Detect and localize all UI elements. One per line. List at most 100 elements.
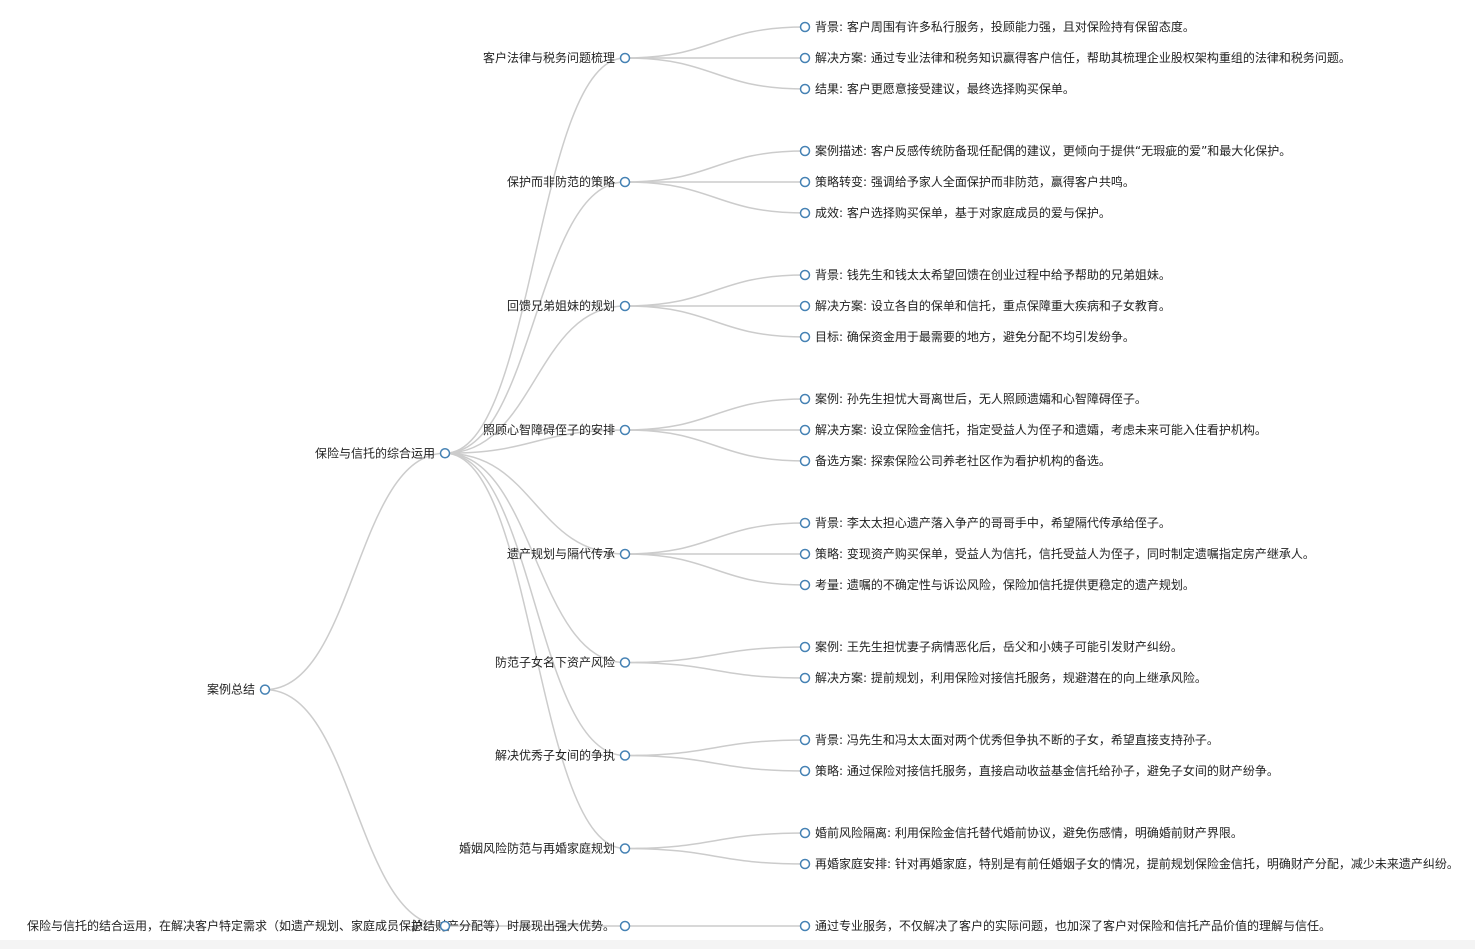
node-label: 保险与信托的综合运用 [315, 445, 435, 460]
tree-node-depth-2[interactable]: 回馈兄弟姐妹的规划 [507, 298, 631, 313]
node-label: 策略: 通过保险对接信托服务，直接启动收益基金信托给孙子，避免子女间的财产纷争。 [815, 763, 1279, 778]
tree-node-depth-2[interactable]: 婚姻风险防范与再婚家庭规划 [459, 841, 631, 856]
tree-link [444, 452, 626, 664]
node-label: 案例总结 [207, 682, 255, 697]
node-toggle-circle[interactable] [799, 145, 811, 157]
node-toggle-circle[interactable] [619, 843, 631, 854]
node-label: 解决方案: 通过专业法律和税务知识赢得客户信任，帮助其梳理企业股权架构重组的法律… [815, 50, 1351, 65]
node-toggle-circle[interactable] [799, 393, 811, 405]
tree-node-depth-2[interactable]: 客户法律与税务问题梳理 [483, 50, 631, 65]
node-toggle-circle[interactable] [799, 424, 811, 436]
node-toggle-circle[interactable] [619, 300, 631, 312]
node-label: 背景: 冯先生和冯太太面对两个优秀但争执不断的子女，希望直接支持孙子。 [815, 732, 1219, 747]
node-toggle-circle[interactable] [799, 176, 811, 188]
tree-node-depth-3[interactable]: 背景: 李太太担心遗产落入争产的哥哥手中，希望隔代传承给侄子。 [799, 515, 1171, 530]
node-label: 婚前风险隔离: 利用保险金信托替代婚前协议，避免伤感情，明确婚前财产界限。 [815, 825, 1243, 840]
node-label: 案例描述: 客户反感传统防备现任配偶的建议，更倾向于提供“无瑕疵的爱”和最大化保… [815, 143, 1291, 158]
links-layer [264, 26, 806, 927]
node-toggle-circle[interactable] [619, 657, 631, 668]
node-toggle-circle[interactable] [799, 734, 811, 746]
tree-node-depth-3[interactable]: 背景: 钱先生和钱太太希望回馈在创业过程中给予帮助的兄弟姐妹。 [799, 267, 1171, 282]
node-label: 案例: 孙先生担忧大哥离世后，无人照顾遗孀和心智障碍侄子。 [815, 391, 1147, 406]
node-label: 照顾心智障碍侄子的安排 [483, 422, 615, 437]
node-label: 保护而非防范的策略 [507, 174, 615, 189]
tree-node-depth-3[interactable]: 备选方案: 探索保险公司养老社区作为看护机构的备选。 [799, 453, 1111, 468]
tree-node-depth-3[interactable]: 考量: 遗嘱的不确定性与诉讼风险，保险加信托提供更稳定的遗产规划。 [799, 577, 1195, 592]
tree-node-depth-3[interactable]: 背景: 客户周围有许多私行服务，投顾能力强，且对保险持有保留态度。 [799, 19, 1195, 34]
node-toggle-circle[interactable] [619, 548, 631, 560]
tree-link [624, 832, 806, 850]
tree-node-depth-3[interactable]: 成效: 客户选择购买保单，基于对家庭成员的爱与保护。 [799, 205, 1111, 220]
tree-node-depth-3[interactable]: 解决方案: 设立各自的保单和信托，重点保障重大疾病和子女教育。 [799, 298, 1171, 313]
tree-node-depth-3[interactable]: 策略转变: 强调给予家人全面保护而非防范，赢得客户共鸣。 [799, 174, 1135, 189]
node-label: 背景: 李太太担心遗产落入争产的哥哥手中，希望隔代传承给侄子。 [815, 515, 1171, 530]
tree-node-depth-1[interactable]: 保险与信托的综合运用 [315, 445, 451, 460]
node-toggle-circle[interactable] [619, 920, 631, 932]
node-toggle-circle[interactable] [799, 207, 811, 219]
node-label: 策略转变: 强调给予家人全面保护而非防范，赢得客户共鸣。 [815, 174, 1135, 189]
tree-node-depth-3[interactable]: 案例描述: 客户反感传统防备现任配偶的建议，更倾向于提供“无瑕疵的爱”和最大化保… [799, 143, 1292, 158]
node-label: 解决方案: 设立保险金信托，指定受益人为侄子和遗孀，考虑未来可能入住看护机构。 [815, 422, 1267, 437]
node-toggle-circle[interactable] [799, 641, 811, 653]
node-label: 结果: 客户更愿意接受建议，最终选择购买保单。 [815, 81, 1075, 96]
node-toggle-circle[interactable] [799, 300, 811, 312]
node-toggle-circle[interactable] [799, 52, 811, 64]
tree-node-depth-3[interactable]: 解决方案: 通过专业法律和税务知识赢得客户信任，帮助其梳理企业股权架构重组的法律… [799, 50, 1351, 65]
tree-node-depth-3[interactable]: 案例: 王先生担忧妻子病情恶化后，岳父和小姨子可能引发财产纠纷。 [799, 639, 1183, 654]
tree-node-depth-3[interactable]: 结果: 客户更愿意接受建议，最终选择购买保单。 [799, 81, 1075, 96]
node-toggle-circle[interactable] [259, 684, 271, 695]
node-toggle-circle[interactable] [799, 579, 811, 591]
node-label: 客户法律与税务问题梳理 [483, 50, 615, 65]
node-toggle-circle[interactable] [799, 672, 811, 684]
node-label: 再婚家庭安排: 针对再婚家庭，特别是有前任婚姻子女的情况，提前规划保险金信托，明… [815, 856, 1459, 871]
node-toggle-circle[interactable] [799, 21, 811, 33]
tree-node-depth-3[interactable]: 目标: 确保资金用于最需要的地方，避免分配不均引发纷争。 [799, 329, 1135, 344]
tree-node-depth-3[interactable]: 策略: 变现资产购买保单，受益人为信托，信托受益人为侄子，同时制定遗嘱指定房产继… [799, 546, 1315, 561]
node-toggle-circle[interactable] [619, 176, 631, 188]
tree-node-depth-2[interactable]: 保护而非防范的策略 [507, 174, 631, 189]
nodes-layer: 背景: 客户周围有许多私行服务，投顾能力强，且对保险持有保留态度。解决方案: 通… [27, 19, 1459, 933]
tree-link [624, 847, 806, 865]
node-label: 回馈兄弟姐妹的规划 [507, 298, 615, 313]
node-toggle-circle[interactable] [799, 920, 811, 932]
tree-node-depth-0[interactable]: 案例总结 [207, 682, 271, 697]
node-toggle-circle[interactable] [619, 52, 631, 64]
node-toggle-circle[interactable] [619, 424, 631, 436]
tree-node-depth-2[interactable]: 照顾心智障碍侄子的安排 [483, 422, 631, 437]
node-toggle-circle[interactable] [619, 750, 631, 761]
tree-node-depth-3[interactable]: 案例: 孙先生担忧大哥离世后，无人照顾遗孀和心智障碍侄子。 [799, 391, 1147, 406]
tree-node-depth-2[interactable]: 解决优秀子女间的争执 [495, 748, 631, 763]
node-toggle-circle[interactable] [439, 448, 451, 459]
node-toggle-circle[interactable] [799, 83, 811, 95]
tree-link [624, 646, 806, 664]
tree-node-depth-3[interactable]: 通过专业服务，不仅解决了客户的实际问题，也加深了客户对保险和信托产品价值的理解与… [799, 918, 1332, 933]
node-toggle-circle[interactable] [799, 331, 811, 343]
tree-link [444, 429, 626, 454]
tree-link [624, 398, 806, 431]
tree-node-depth-2[interactable]: 防范子女名下资产风险 [495, 655, 631, 670]
node-toggle-circle[interactable] [439, 920, 451, 932]
node-label: 通过专业服务，不仅解决了客户的实际问题，也加深了客户对保险和信托产品价值的理解与… [815, 918, 1331, 933]
tree-node-depth-3[interactable]: 婚前风险隔离: 利用保险金信托替代婚前协议，避免伤感情，明确婚前财产界限。 [799, 825, 1243, 840]
tree-link [264, 452, 446, 691]
tree-link [624, 274, 806, 307]
tree-link [444, 452, 626, 850]
node-toggle-circle[interactable] [799, 765, 811, 777]
node-toggle-circle[interactable] [799, 548, 811, 560]
node-label: 目标: 确保资金用于最需要的地方，避免分配不均引发纷争。 [815, 329, 1135, 344]
node-toggle-circle[interactable] [799, 269, 811, 281]
tree-node-depth-3[interactable]: 解决方案: 设立保险金信托，指定受益人为侄子和遗孀，考虑未来可能入住看护机构。 [799, 422, 1267, 437]
node-label: 考量: 遗嘱的不确定性与诉讼风险，保险加信托提供更稳定的遗产规划。 [815, 577, 1195, 592]
tree-node-depth-3[interactable]: 策略: 通过保险对接信托服务，直接启动收益基金信托给孙子，避免子女间的财产纷争。 [799, 763, 1279, 778]
tree-node-depth-3[interactable]: 解决方案: 提前规划，利用保险对接信托服务，规避潜在的向上继承风险。 [799, 670, 1207, 685]
node-toggle-circle[interactable] [799, 827, 811, 839]
tree-node-depth-3[interactable]: 再婚家庭安排: 针对再婚家庭，特别是有前任婚姻子女的情况，提前规划保险金信托，明… [799, 856, 1459, 871]
node-toggle-circle[interactable] [799, 455, 811, 467]
node-toggle-circle[interactable] [799, 517, 811, 529]
node-toggle-circle[interactable] [799, 858, 811, 870]
tree-node-depth-1[interactable]: 总结 [411, 919, 451, 933]
tree-node-depth-3[interactable]: 背景: 冯先生和冯太太面对两个优秀但争执不断的子女，希望直接支持孙子。 [799, 732, 1219, 747]
tree-link [624, 522, 806, 555]
tree-node-depth-2[interactable]: 遗产规划与隔代传承 [507, 546, 631, 561]
tree-node-depth-2[interactable]: 保险与信托的结合运用，在解决客户特定需求（如遗产规划、家庭成员保护、财产分配等）… [27, 918, 631, 933]
